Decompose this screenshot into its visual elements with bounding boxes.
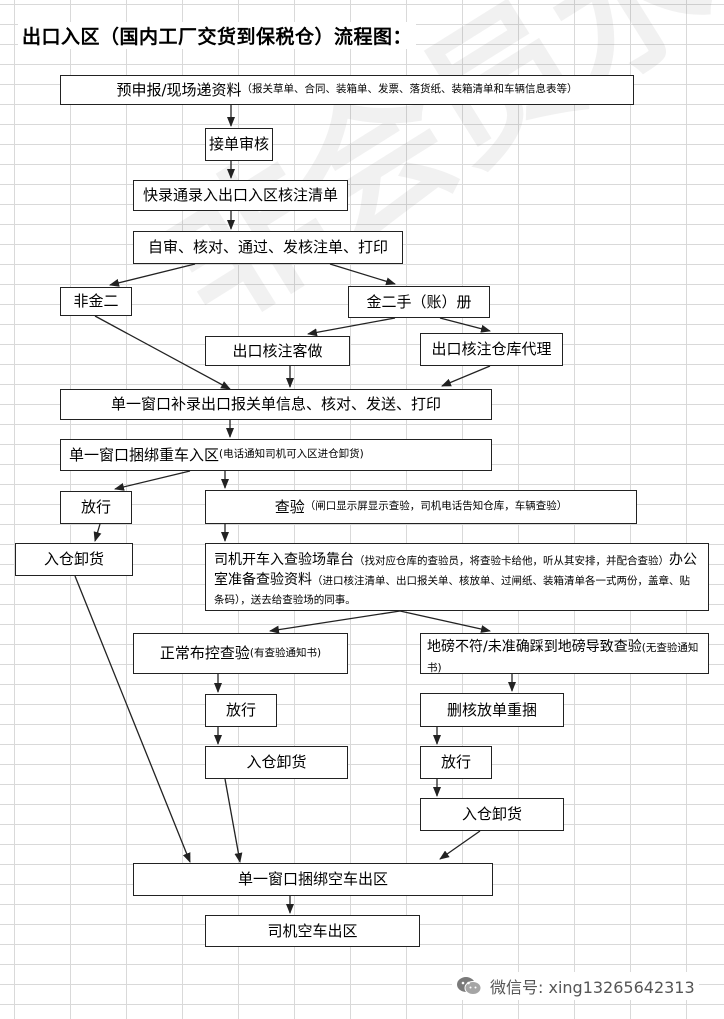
release-label-3: 放行	[440, 753, 471, 772]
review-label: 接单审核	[208, 135, 269, 154]
page-title: 出口入区（国内工厂交货到保税仓）流程图：	[18, 22, 417, 49]
unload-label-3: 入仓卸货	[461, 805, 522, 824]
customer-verify-box: 出口核注客做	[205, 336, 350, 366]
driver-exit-box: 司机空车出区	[205, 915, 420, 947]
review-box: 接单审核	[205, 128, 273, 161]
unload-label-2: 入仓卸货	[246, 753, 307, 772]
scale-mismatch-note: (无查验通知书)	[427, 642, 699, 674]
jin2-manual-box: 金二手（账）册	[348, 286, 490, 318]
release-box-3: 放行	[420, 746, 492, 779]
unload-label-1: 入仓卸货	[43, 550, 104, 569]
warehouse-agent-label: 出口核注仓库代理	[431, 340, 552, 359]
scale-mismatch-box: 地磅不符/未准确踩到地磅导致查验(无查验通知书)	[420, 633, 709, 674]
wechat-id: 微信号: xing13265642313	[490, 978, 695, 997]
scale-mismatch-label: 地磅不符/未准确踩到地磅导致查验	[427, 639, 642, 655]
unload-box-3: 入仓卸货	[420, 798, 564, 831]
customer-verify-label: 出口核注客做	[232, 341, 323, 360]
delete-rebind-label: 删核放单重捆	[446, 700, 537, 719]
bind-heavy-note: (电话通知司机可入区进仓卸货)	[219, 448, 364, 461]
bind-heavy-box: 单一窗口捆绑重车入区(电话通知司机可入区进仓卸货)	[60, 439, 492, 471]
wechat-icon	[456, 976, 482, 996]
office-prepare-label: 办公室准备查验资料	[214, 552, 697, 588]
pre-declare-label: 预申报/现场递资料	[116, 80, 242, 99]
office-prepare-note: （进口核注清单、出口报关单、核放单、过闸纸、装箱清单各一式两份，盖章、贴条码），…	[214, 574, 690, 607]
driver-dock-label: 司机开车入查验场靠台	[214, 552, 354, 568]
wechat-footer: 微信号: xing13265642313	[452, 972, 699, 1000]
entry-label: 快录通录入出口入区核注清单	[142, 186, 338, 205]
bind-empty-label: 单一窗口捆绑空车出区	[237, 870, 388, 889]
supplement-label: 单一窗口补录出口报关单信息、核对、发送、打印	[110, 395, 441, 414]
unload-box-2: 入仓卸货	[205, 746, 348, 779]
non-jin2-label: 非金二	[73, 292, 119, 311]
pre-declare-box: 预申报/现场递资料（报关草单、合同、装箱单、发票、落货纸、装箱清单和车辆信息表等…	[60, 75, 634, 105]
driver-exit-label: 司机空车出区	[267, 921, 358, 940]
release-box-1: 放行	[60, 491, 132, 524]
pre-declare-note: （报关草单、合同、装箱单、发票、落货纸、装箱清单和车辆信息表等）	[241, 83, 578, 96]
normal-control-box: 正常布控查验(有查验通知书)	[133, 633, 348, 674]
warehouse-agent-box: 出口核注仓库代理	[420, 333, 563, 366]
inspection-detail-box: 司机开车入查验场靠台（找对应仓库的查验员，将查验卡给他，听从其安排，并配合查验）…	[205, 543, 709, 611]
inspection-box: 查验（闸口显示屏显示查验，司机电话告知仓库，车辆查验）	[205, 490, 637, 524]
inspection-note: （闸口显示屏显示查验，司机电话告知仓库，车辆查验）	[304, 500, 568, 513]
bind-heavy-label: 单一窗口捆绑重车入区	[69, 445, 220, 464]
release-box-2: 放行	[205, 694, 277, 727]
bind-empty-box: 单一窗口捆绑空车出区	[133, 863, 493, 896]
release-label-2: 放行	[225, 701, 256, 720]
inspection-label: 查验	[274, 497, 305, 516]
self-check-label: 自审、核对、通过、发核注单、打印	[147, 238, 388, 257]
supplement-box: 单一窗口补录出口报关单信息、核对、发送、打印	[60, 389, 492, 420]
driver-dock-note: （找对应仓库的查验员，将查验卡给他，听从其安排，并配合查验）	[354, 555, 669, 567]
normal-control-note: (有查验通知书)	[249, 646, 322, 659]
non-jin2-box: 非金二	[60, 287, 132, 316]
entry-box: 快录通录入出口入区核注清单	[133, 180, 348, 211]
jin2-manual-label: 金二手（账）册	[366, 292, 472, 311]
normal-control-label: 正常布控查验	[159, 644, 250, 663]
self-check-box: 自审、核对、通过、发核注单、打印	[133, 231, 403, 264]
release-label-1: 放行	[80, 498, 111, 517]
unload-box-1: 入仓卸货	[15, 543, 133, 576]
delete-rebind-box: 删核放单重捆	[420, 693, 564, 727]
